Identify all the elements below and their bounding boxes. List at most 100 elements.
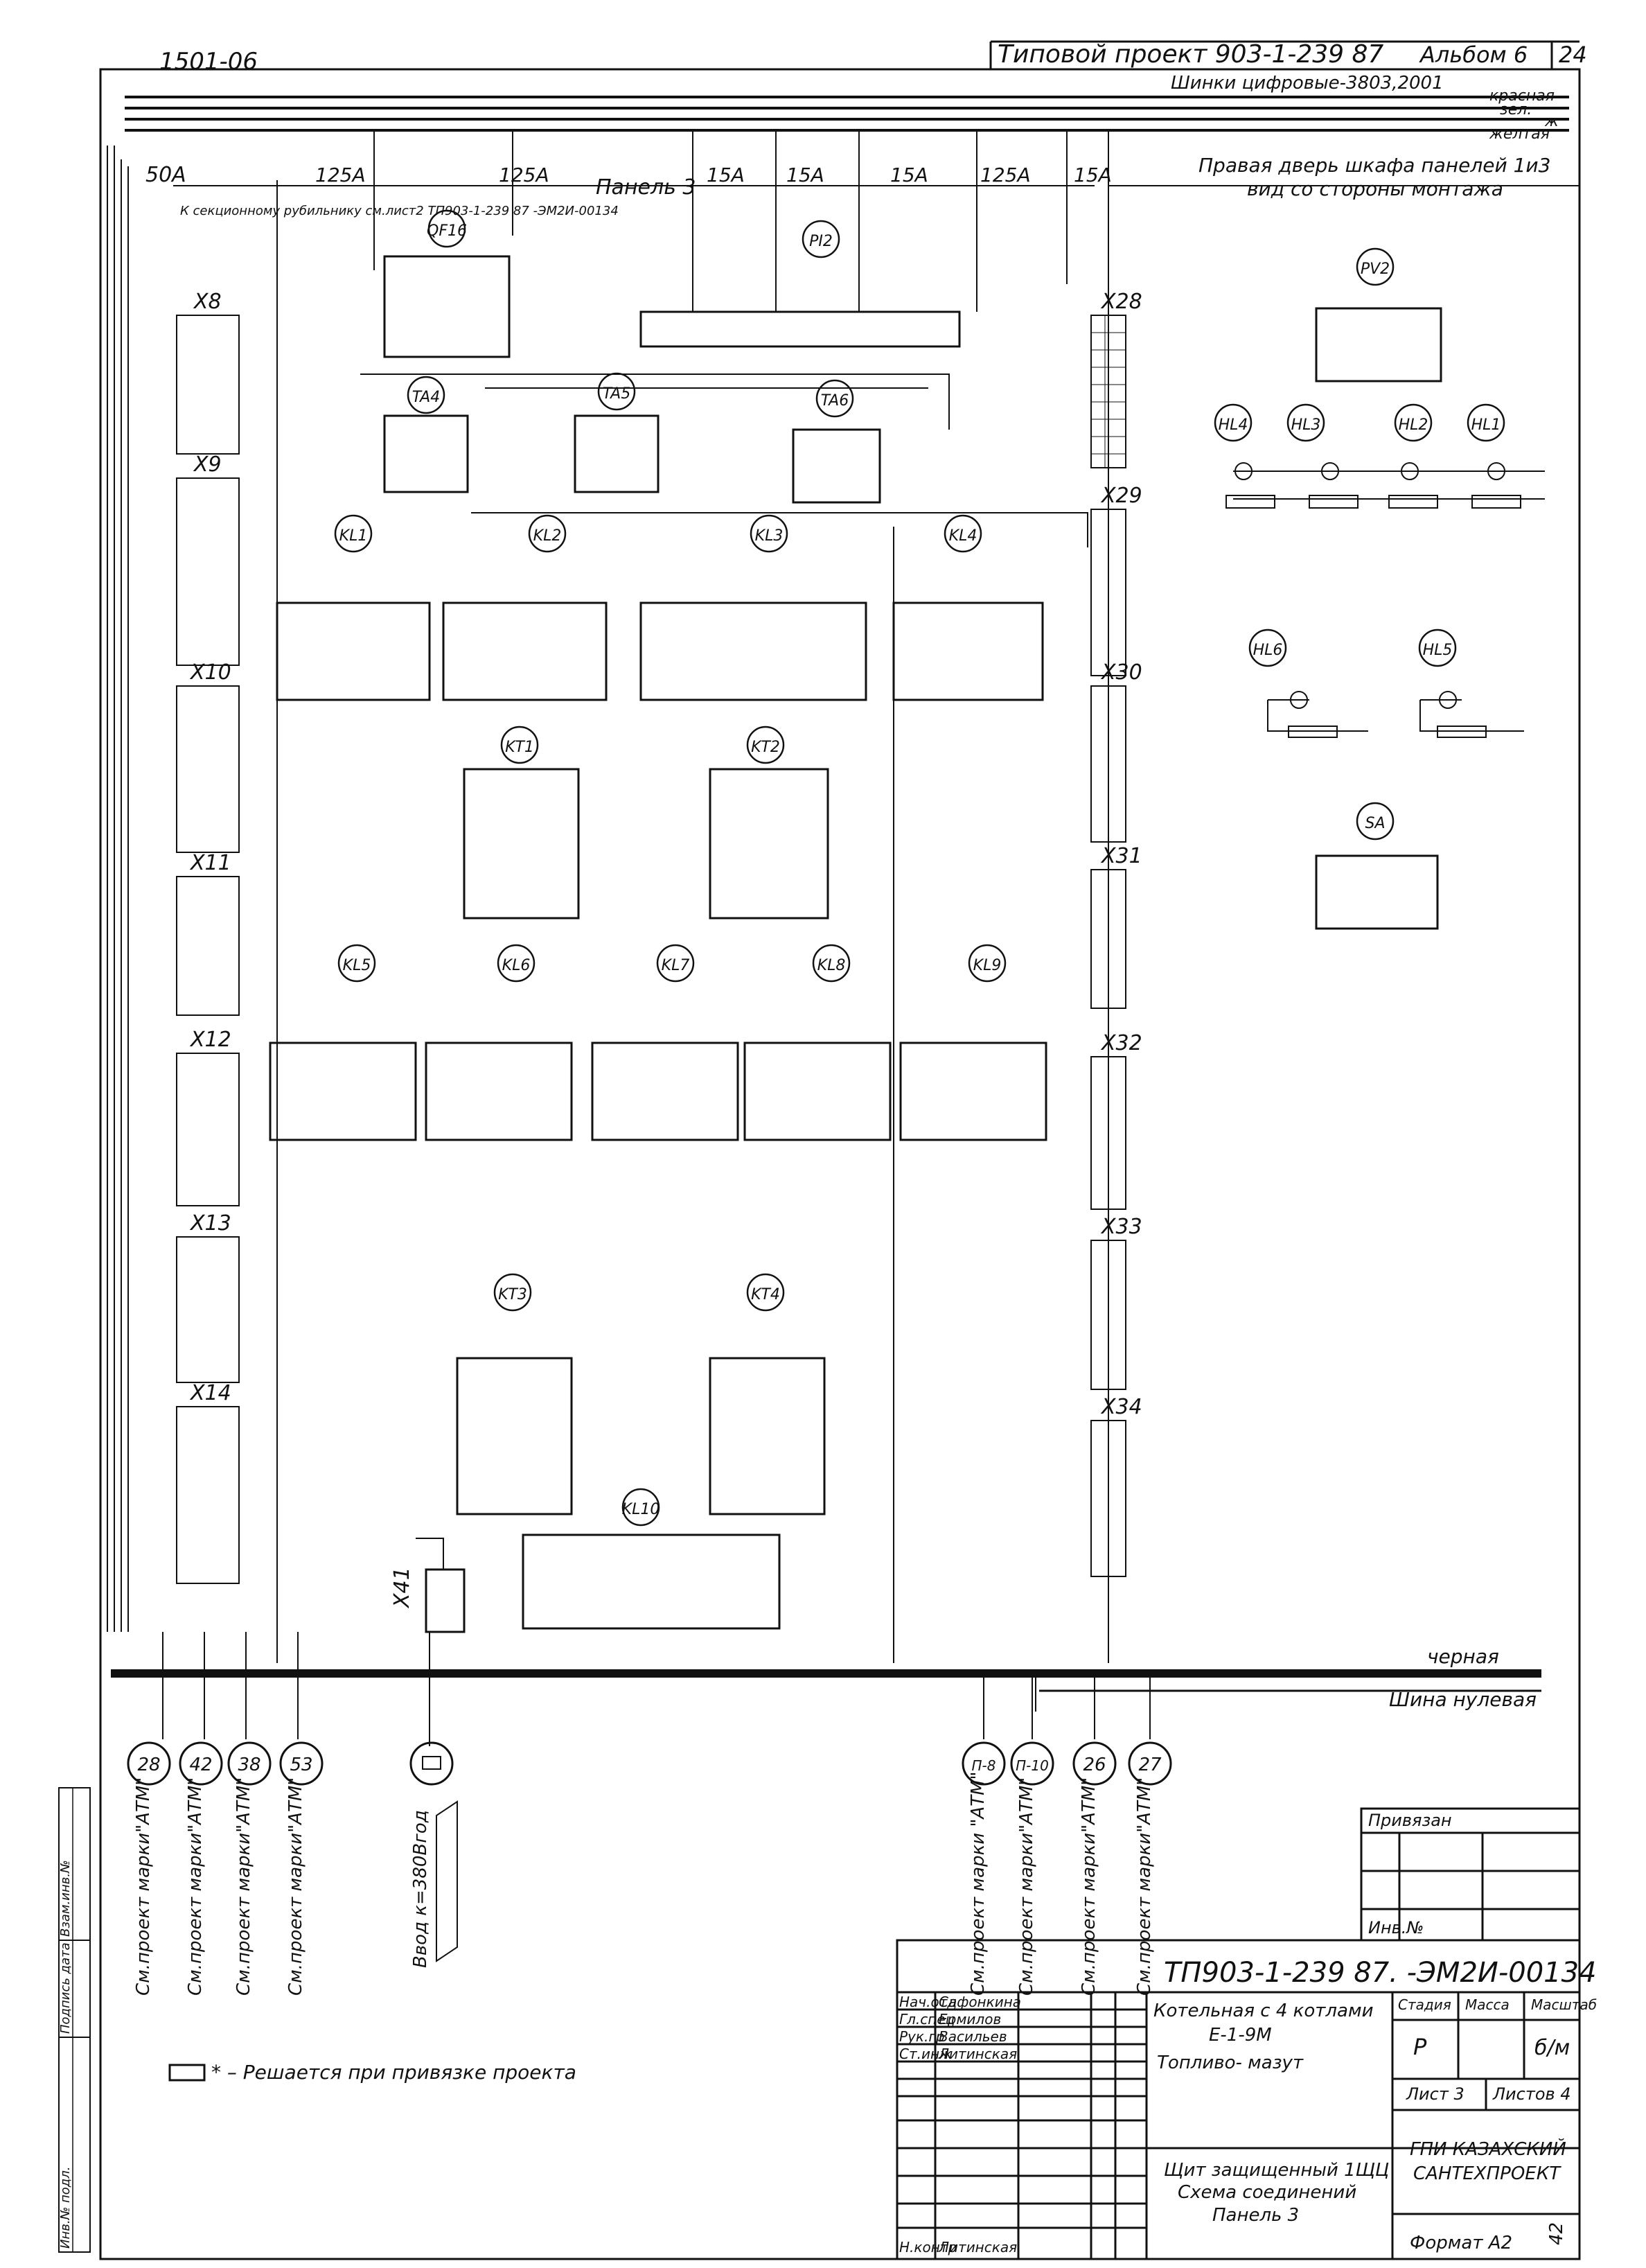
relay-kl3-body [639,601,867,701]
device-label-kl8: KL8 [817,957,846,974]
terminal-label-x33: X33 [1100,1215,1142,1239]
device-label-kl3: KL3 [755,527,784,545]
device-label-hl3: HL3 [1291,416,1321,434]
device-label-hl5: HL5 [1423,642,1453,659]
device-ta5-body [574,414,660,493]
tb-title-2: Е-1-9М [1209,2025,1272,2046]
drawing-frame [99,68,1581,2260]
device-ta6-body [792,428,881,504]
relay-kl9-body [899,1041,1047,1141]
tb-role-3: Рук.гр [899,2028,945,2045]
device-sa-body [1315,854,1439,930]
tb-name-3: Васильев [939,2028,1007,2045]
terminal-label-x30: X30 [1100,660,1142,685]
device-label-hl6: HL6 [1253,642,1283,659]
lamp-chain-1 [1225,462,1545,509]
tb-nkontr-role: Н.контр [899,2239,957,2256]
tb-corner-no: 42 [1546,2222,1567,2245]
relay-kt1-body [463,768,580,920]
wire-tag-3: 15А [707,164,745,186]
tb-name-2: Ермилов [939,2011,1001,2028]
tb-title-3: Топливо- мазут [1157,2052,1304,2073]
tb-mass-hdr: Масса [1465,1996,1510,2013]
tb-org-2: САНТЕХПРОЕКТ [1413,2163,1561,2184]
left-vertical-bundle [107,146,129,1632]
ref-circle-38: 38 [238,1755,260,1775]
device-label-ta6: TA6 [821,392,849,410]
tb-role-1: Нач.отд [899,1994,957,2010]
device-label-kl10: KL10 [622,1501,660,1518]
panel-label: Панель 3 [596,175,696,200]
tb-sheet-title-2: Схема соединений [1178,2182,1356,2203]
right-caption-2: вид со стороны монтажа [1247,177,1503,200]
device-label-kl5: KL5 [343,957,371,974]
left-lead-label: 50А [145,163,186,187]
right-terminal-blocks [1090,315,1126,1577]
tb-scale: б/м [1534,2036,1570,2060]
terminal-label-x8: X8 [193,290,222,314]
tb-sheet-title-1: Щит защищенный 1ЩЦ [1164,2160,1389,2181]
footnote-symbol [168,2064,206,2082]
side-stamp-1: Инв.№ подл. [58,2167,73,2249]
ref-circle-53: 53 [290,1755,312,1775]
bus-legend-j: ж [1544,113,1559,130]
left-terminal-blocks [176,315,240,1584]
ref-circle-26: 26 [1083,1755,1106,1775]
terminal-label-x31: X31 [1100,844,1142,868]
device-label-kl1: KL1 [339,527,368,545]
tb-role-2: Гл.спец [899,2011,955,2028]
tb-name-4: Литинская [938,2046,1017,2062]
terminal-label-x28: X28 [1100,290,1142,314]
wire-tag-1: 125А [315,164,366,186]
tb-code: ТП903-1-239 87. -ЭМ2И-00134 [1164,1957,1597,1989]
footnote-text: * – Решается при привязке проекта [211,2061,576,2084]
device-label-kl7: KL7 [662,957,690,974]
black-bus-label: черная [1427,1645,1499,1668]
device-label-kt1: KT1 [505,739,534,756]
terminal-label-x11: X11 [189,851,231,875]
ref-circle-28: 28 [137,1755,160,1775]
relay-kt4-body [709,1357,826,1515]
device-qf16-body [383,255,511,358]
terminal-label-x12: X12 [189,1028,231,1052]
device-label-kl9: KL9 [973,957,1002,974]
device-label-ta4: TA4 [412,389,440,406]
wire-tag-2: 125А [499,164,549,186]
relay-kl5-body [269,1041,417,1141]
lamp-chain-2 [1267,691,1524,738]
device-pv2-body [1315,307,1442,383]
tb-sheet: Лист 3 [1406,2084,1464,2104]
relay-kl10-body [522,1533,781,1630]
tb-stage-hdr: Стадия [1398,1996,1451,2013]
terminal-label-x13: X13 [189,1211,231,1236]
ref-note-5: См.проект марки "АТМ" [968,1772,989,1996]
wire-tag-4: 15А [786,164,824,186]
tb-sheet-title-3: Панель 3 [1212,2205,1299,2226]
header-doc-ref: 1501-06 [159,48,258,76]
device-label-qf16: QF16 [427,222,467,240]
top-buses [125,96,1569,132]
tb-title-1: Котельная с 4 котлами [1153,2001,1373,2021]
device-label-kl2: KL2 [533,527,562,545]
terminal-label-x34: X34 [1100,1395,1142,1419]
ref-circle-p10: П-10 [1016,1757,1049,1774]
bus-legend-yellow: желтая [1489,125,1550,143]
terminal-label-x29: X29 [1100,484,1142,508]
zero-bus-label: Шина нулевая [1389,1688,1537,1711]
ref-circle-42: 42 [189,1755,212,1775]
ref-note-7: См.проект марки"АТМ" [1079,1777,1099,1996]
terminal-label-x41: X41 [390,1567,414,1609]
device-label-sa: SA [1365,815,1385,832]
device-label-hl2: HL2 [1399,416,1428,434]
relay-kl6-body [425,1041,573,1141]
device-label-kl6: KL6 [502,957,531,974]
terminal-labels: X8 X9 X10 X11 X12 X13 X14 X28 X29 X30 X3… [189,290,1142,1609]
wire-tag-6: 125А [980,164,1031,186]
device-pi2-body [639,310,961,348]
device-label-kl4: KL4 [949,527,977,545]
device-label-pi2: PI2 [809,233,833,250]
device-label-kt2: KT2 [751,739,780,756]
relay-kl7-body [591,1041,739,1141]
relay-kl2-body [442,601,608,701]
ref-circle-p8: П-8 [972,1757,996,1774]
